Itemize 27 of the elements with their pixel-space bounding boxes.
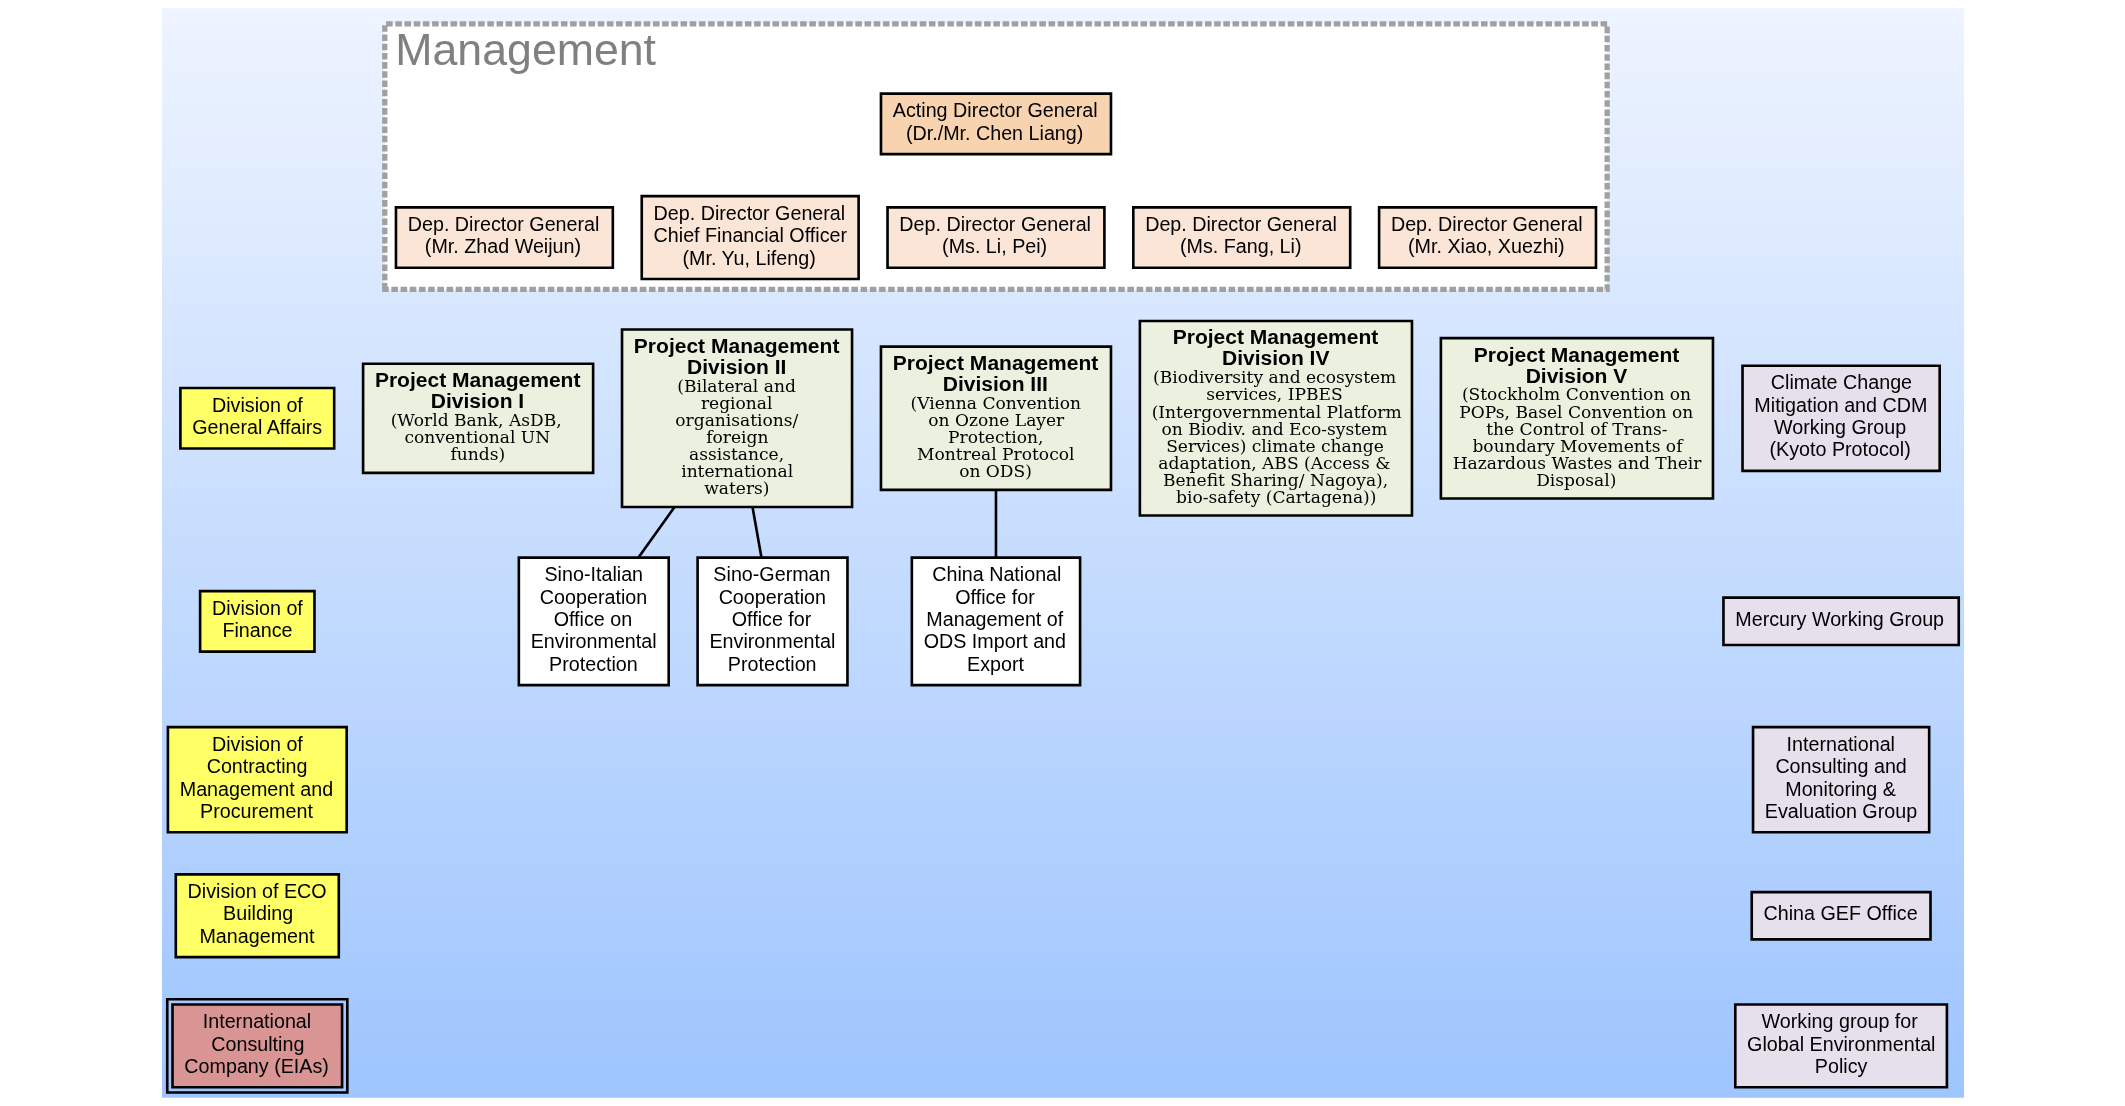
node-box: Mercury Working Group (1721, 596, 1960, 647)
node-box: Division of Finance (198, 589, 316, 653)
node-box: Dep. Director General (Ms. Li, Pei) (885, 206, 1106, 270)
connector (750, 507, 763, 558)
node-box: Project Management Division III (Vienna Convention on Ozone Layer Protection, Montreal Protocol on ODS) (879, 345, 1112, 492)
node-box: Division of ECO Building Management (174, 873, 340, 959)
node-box: Working group for Global Environmental Policy (1733, 1003, 1948, 1089)
node-box: Dep. Director General Chief Financial Officer (Mr. Yu, Lifeng) (639, 194, 860, 281)
node-box: International Consulting and Monitoring & Evaluation Group (1751, 725, 1930, 834)
node-box: Project Management Division V (Stockholm Convention on POPs, Basel Convention on the Control of Trans-boundary Movements of Hazardous Wastes and Their Disposal) (1439, 336, 1714, 500)
node-box: Dep. Director General (Mr. Xiao, Xuezhi) (1377, 206, 1597, 270)
node-box: International Consulting Company (EIAs) (165, 997, 349, 1094)
node-box: Project Management Division II (Bilateral and regional organisations/ foreign assistance, international waters) (620, 328, 853, 509)
node-box: Climate Change Mitigation and CDM Working Group (Kyoto Protocol) (1740, 364, 1941, 473)
node-box: Dep. Director General (Ms. Fang, Li) (1131, 206, 1351, 270)
node-box: Dep. Director General (Mr. Zhad Weijun) (394, 206, 614, 270)
node-box: Sino-Italian Cooperation Office on Environmental Protection (517, 556, 670, 687)
node-box: China National Office for Management of ODS Import and Export (910, 556, 1081, 687)
node-box: China GEF Office (1749, 890, 1932, 941)
node-box: Division of General Affairs (178, 386, 335, 450)
connector (636, 506, 675, 559)
node-box: Division of Contracting Management and Procurement (166, 725, 348, 834)
node-box: Sino-German Cooperation Office for Environmental Protection (695, 556, 849, 687)
node-box: Project Management Division I (World Bank, AsDB, conventional UN funds) (361, 362, 594, 475)
node-box: Project Management Division IV (Biodiversity and ecosystem services, IPBES (Intergovernmental Platform on Biodiv. and Eco-system Services) climate change adaptation, ABS (Access & Benefit Sharing/ Nagoya), bio-safety (Cartagena)) (1138, 319, 1413, 517)
node-box: Acting Director General (Dr./Mr. Chen Liang) (879, 92, 1112, 156)
connector (994, 490, 997, 558)
